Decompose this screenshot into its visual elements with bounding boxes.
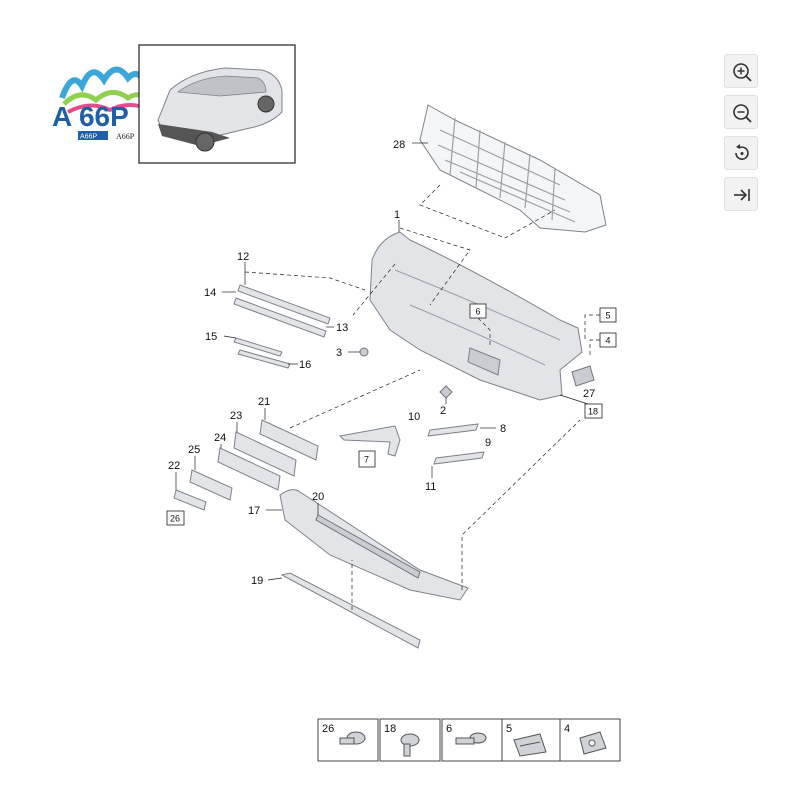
callout-1: 1 xyxy=(394,209,400,221)
callout-26: 26 xyxy=(170,514,180,524)
callout-20: 20 xyxy=(312,491,324,503)
zoom-in-icon xyxy=(733,63,752,82)
callout-19: 19 xyxy=(251,575,263,587)
part-10-bracket xyxy=(427,423,479,437)
part-9-bracket xyxy=(433,451,485,465)
callout-2: 2 xyxy=(440,405,446,417)
callout-27: 27 xyxy=(583,388,595,400)
callout-6: 6 xyxy=(476,307,481,317)
callout-24: 24 xyxy=(214,432,226,444)
clip-icon xyxy=(455,732,487,745)
lower-spoiler xyxy=(279,489,469,601)
collapse-right-icon xyxy=(734,189,750,201)
grille-frame xyxy=(419,104,607,233)
callout-25: 25 xyxy=(188,444,200,456)
logo: A 66P A66P A66P xyxy=(52,66,152,141)
legend-label-5: 5 xyxy=(506,723,512,735)
callout-16: 16 xyxy=(299,359,311,371)
callout-12: 12 xyxy=(237,251,249,263)
callout-28: 28 xyxy=(393,139,405,151)
zoom-out-button[interactable] xyxy=(724,95,758,129)
part-3-clip xyxy=(359,347,369,357)
callout-13: 13 xyxy=(336,322,348,334)
legend-label-26: 26 xyxy=(322,723,334,735)
callout-box-18 xyxy=(584,403,603,419)
nut-clip-icon xyxy=(579,731,607,755)
part-19-strip xyxy=(280,572,421,649)
logo-small-left: A66P xyxy=(80,134,97,141)
zoom-in-button[interactable] xyxy=(724,54,758,88)
callout-5: 5 xyxy=(606,311,611,321)
screw-icon xyxy=(400,733,420,757)
callout-18: 18 xyxy=(588,407,598,417)
rotate-button[interactable] xyxy=(724,136,758,170)
part-27 xyxy=(571,365,595,387)
fastener-legend: 26 18 6 5 4 xyxy=(317,718,621,762)
lower-trim-strips xyxy=(233,337,291,369)
callout-8: 8 xyxy=(500,423,506,435)
legend-label-4: 4 xyxy=(564,723,570,735)
trim-strips xyxy=(233,284,331,338)
callout-17: 17 xyxy=(248,505,260,517)
callout-box-7 xyxy=(358,450,376,468)
callout-4: 4 xyxy=(606,336,611,346)
callout-21: 21 xyxy=(258,396,270,408)
zoom-out-icon xyxy=(733,104,752,123)
callout-3: 3 xyxy=(336,347,342,359)
logo-text: A 66P xyxy=(52,101,129,132)
legend-label-18: 18 xyxy=(384,723,396,735)
callout-22: 22 xyxy=(168,460,180,472)
callout-15: 15 xyxy=(205,331,217,343)
spring-clip-icon xyxy=(513,733,547,757)
callout-14: 14 xyxy=(204,287,216,299)
part-2 xyxy=(439,385,453,399)
license-plate-brackets xyxy=(173,419,319,511)
push-rivet-icon xyxy=(339,731,366,745)
callout-box-26 xyxy=(166,510,185,526)
rotate-icon xyxy=(735,144,749,160)
collapse-button[interactable] xyxy=(724,177,758,211)
callout-11: 11 xyxy=(425,481,436,493)
callout-10: 10 xyxy=(408,411,420,423)
vehicle-inset xyxy=(138,44,296,164)
callout-7: 7 xyxy=(364,455,369,465)
part-7-bracket xyxy=(338,425,401,457)
legend-label-6: 6 xyxy=(446,723,452,735)
callout-9: 9 xyxy=(485,437,491,449)
logo-small-right: A66P xyxy=(116,132,135,141)
callout-23: 23 xyxy=(230,410,242,422)
